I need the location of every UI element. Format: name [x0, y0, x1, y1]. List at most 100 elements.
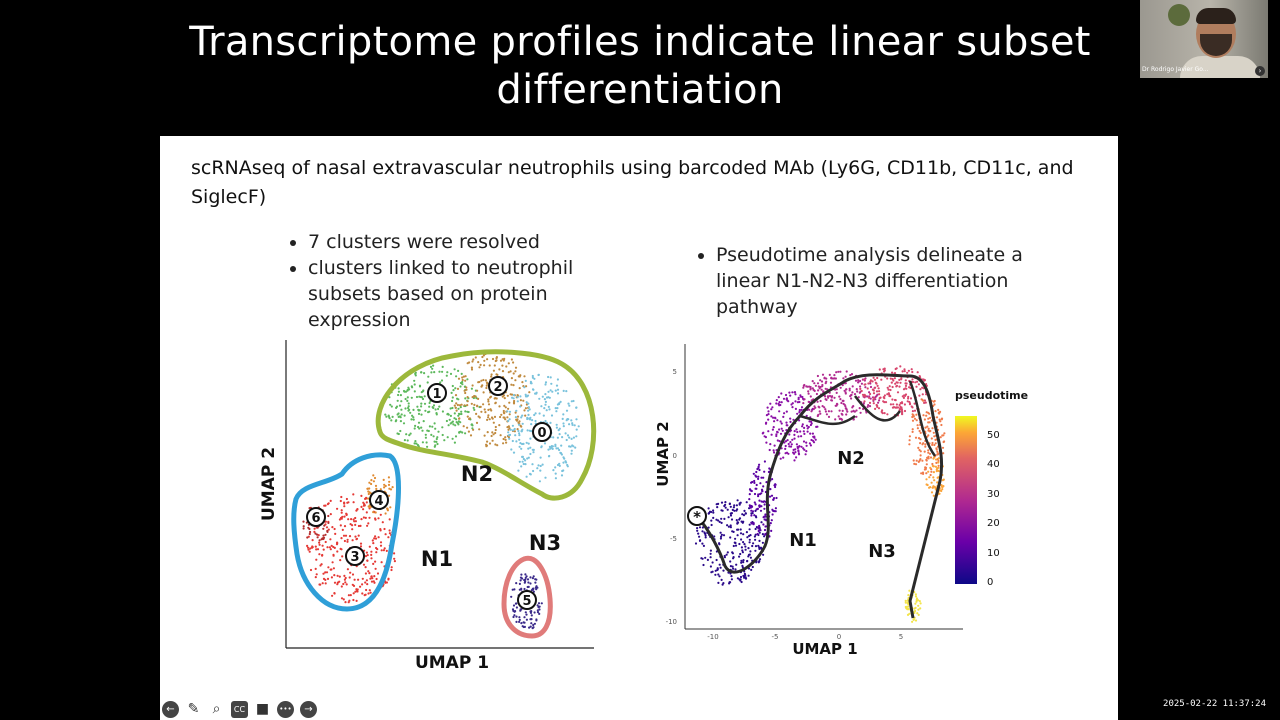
cell-point [352, 518, 355, 521]
cell-point [538, 480, 541, 483]
cell-point [759, 482, 762, 485]
cell-point [726, 508, 729, 511]
cell-point [515, 440, 518, 443]
cell-point [902, 396, 905, 399]
cell-point [391, 486, 394, 489]
expand-video-icon[interactable]: › [1255, 66, 1265, 76]
cell-point [726, 524, 729, 527]
cell-point [512, 615, 515, 619]
cell-point [538, 612, 541, 615]
cell-point [899, 381, 902, 384]
cell-point [730, 578, 733, 581]
cell-point [502, 409, 505, 413]
cell-point [377, 536, 380, 539]
cell-point [445, 419, 448, 423]
cell-point [514, 379, 517, 382]
cell-point [797, 453, 801, 456]
cell-point [388, 494, 391, 497]
cell-point [852, 418, 855, 421]
cell-point [760, 505, 763, 508]
cell-point [915, 600, 918, 603]
cell-point [368, 572, 371, 575]
cell-point [770, 494, 774, 497]
cell-point [465, 386, 468, 389]
cell-point [767, 413, 770, 416]
cell-point [487, 400, 490, 403]
participant-video-thumbnail[interactable]: Dr Rodrigo Javier Go... › [1140, 0, 1268, 78]
cell-point [326, 577, 330, 580]
cell-point [757, 495, 760, 498]
cell-point [411, 414, 414, 417]
cell-point [406, 396, 409, 399]
captions-button[interactable]: CC [231, 700, 248, 718]
cell-point [906, 608, 909, 611]
cell-point [937, 453, 940, 456]
cell-point [543, 407, 546, 410]
cell-point [520, 416, 523, 419]
cell-point [530, 610, 533, 613]
cell-point [352, 592, 355, 595]
cell-point [765, 414, 768, 417]
cell-point [785, 424, 788, 427]
cell-point [449, 407, 452, 410]
cell-point [514, 602, 518, 605]
cell-point [549, 376, 552, 379]
cell-point [521, 455, 524, 458]
zoom-icon[interactable]: ⌕ [212, 700, 221, 717]
cell-point [882, 400, 885, 403]
cell-point [772, 509, 775, 512]
cell-point [754, 549, 757, 552]
cell-point [925, 472, 928, 475]
cell-point [740, 538, 743, 541]
cell-point [851, 385, 854, 388]
cell-point [504, 438, 507, 441]
cell-point [533, 611, 536, 614]
slide-title: Transcriptome profiles indicate linear s… [189, 19, 1091, 113]
cell-point [370, 482, 373, 486]
cell-point [913, 462, 916, 465]
cell-point [911, 370, 914, 374]
forward-arrow-icon[interactable]: → [300, 700, 317, 718]
cluster-marker-5: 5 [517, 590, 537, 610]
cell-point [357, 524, 360, 528]
cell-point [806, 427, 809, 430]
cell-point [389, 403, 392, 406]
back-arrow-icon[interactable]: ← [162, 700, 179, 718]
pen-icon[interactable]: ✎ [187, 700, 200, 717]
cell-point [922, 472, 925, 475]
cell-point [435, 437, 438, 441]
cell-point [716, 506, 719, 509]
cell-point [342, 598, 345, 601]
cell-point [520, 430, 523, 433]
more-options-icon[interactable]: ••• [277, 700, 294, 718]
cell-point [711, 561, 714, 564]
cell-point [763, 503, 766, 506]
cell-point [788, 391, 791, 394]
cell-point [891, 371, 894, 374]
cell-point [408, 388, 411, 391]
cell-point [417, 412, 421, 415]
cell-point [745, 501, 748, 504]
cell-point [815, 392, 818, 396]
cell-point [746, 559, 749, 563]
cell-point [933, 479, 936, 482]
cell-point [324, 582, 327, 585]
cell-point [796, 412, 799, 415]
cell-point [912, 414, 915, 417]
cell-point [314, 567, 317, 570]
camera-icon[interactable]: ■ [255, 700, 270, 717]
cell-point [758, 504, 761, 507]
cell-point [375, 487, 378, 490]
cell-point [343, 525, 347, 528]
cell-point [513, 427, 516, 431]
cell-point [454, 394, 458, 397]
cell-point [516, 418, 519, 421]
cell-point [770, 408, 773, 411]
cell-point [368, 491, 371, 494]
cell-point [402, 389, 406, 393]
cell-point [511, 588, 514, 591]
cell-point [341, 555, 344, 558]
cell-point [452, 389, 455, 392]
cell-point [762, 553, 765, 556]
cell-point [904, 384, 908, 387]
